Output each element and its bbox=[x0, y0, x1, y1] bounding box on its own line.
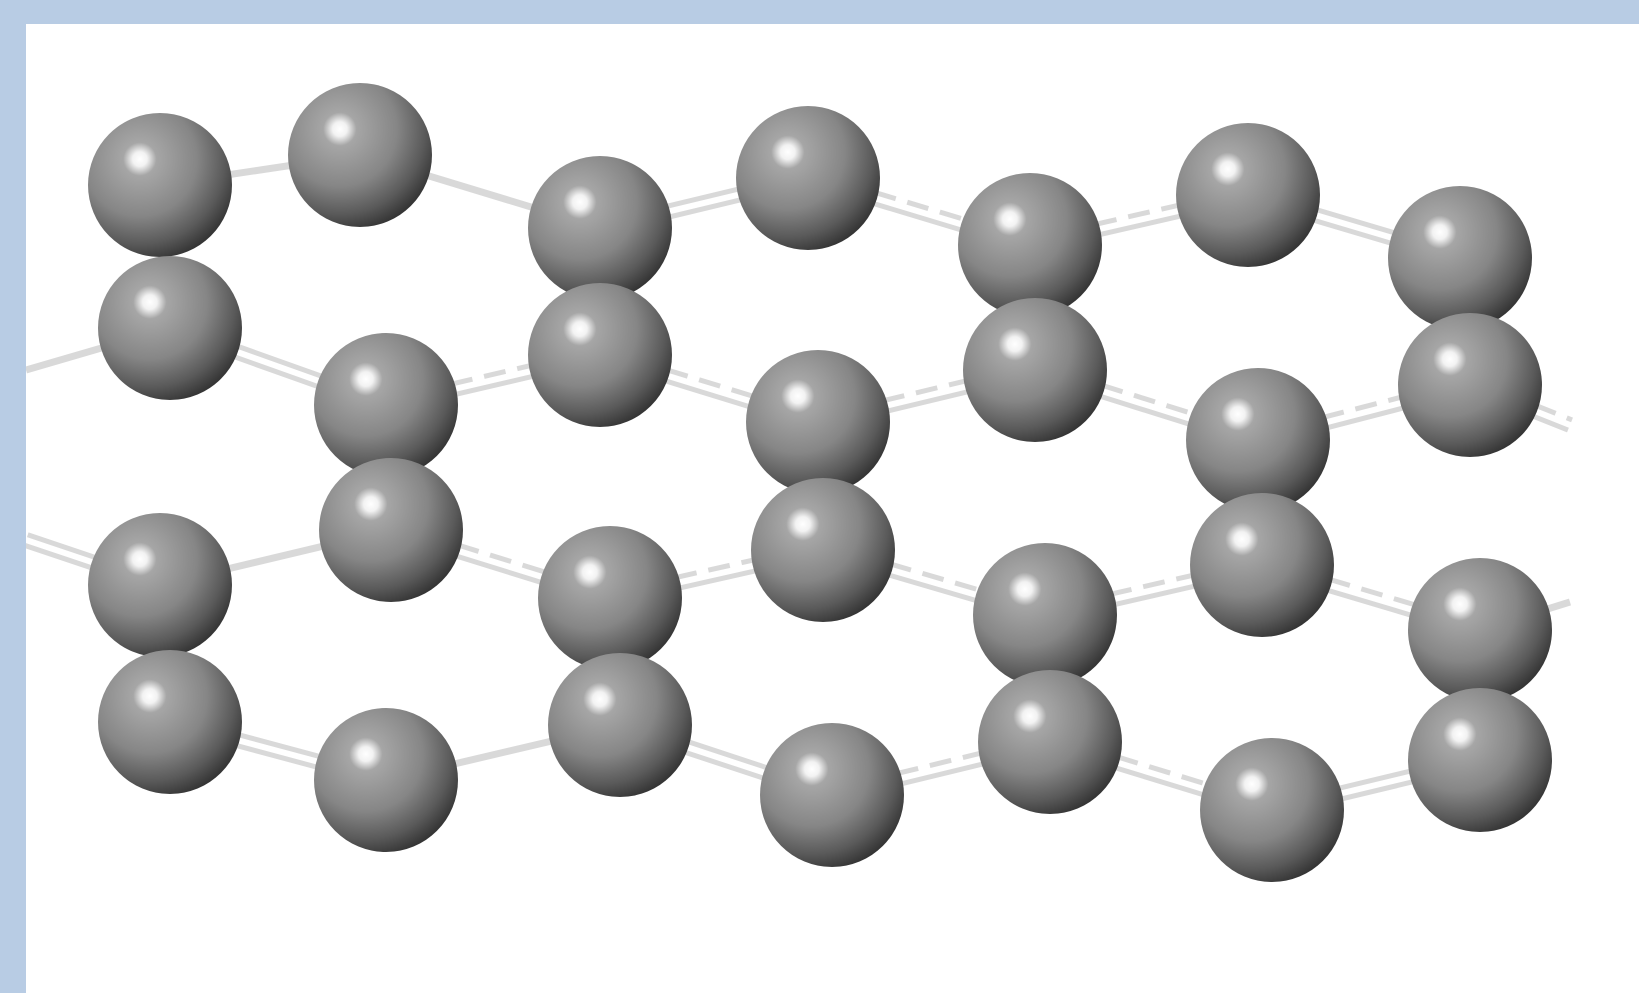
carbon-atom bbox=[746, 350, 890, 494]
carbon-atom bbox=[548, 653, 692, 797]
carbon-atom bbox=[98, 650, 242, 794]
carbon-atom bbox=[1176, 123, 1320, 267]
carbon-atom bbox=[1200, 738, 1344, 882]
carbon-atom bbox=[978, 670, 1122, 814]
carbon-atom bbox=[314, 708, 458, 852]
carbon-atom bbox=[1408, 688, 1552, 832]
carbon-atom bbox=[528, 156, 672, 300]
carbon-atom bbox=[1388, 186, 1532, 330]
carbon-atom bbox=[1398, 313, 1542, 457]
carbon-atom bbox=[88, 113, 232, 257]
carbon-atom bbox=[1190, 493, 1334, 637]
molecule-viewport[interactable] bbox=[26, 24, 1639, 993]
carbon-atom bbox=[528, 283, 672, 427]
carbon-atom bbox=[314, 333, 458, 477]
carbon-atom bbox=[1408, 558, 1552, 702]
carbon-atom bbox=[751, 478, 895, 622]
atoms-layer bbox=[88, 83, 1552, 882]
carbon-atom bbox=[760, 723, 904, 867]
carbon-atom bbox=[1186, 368, 1330, 512]
carbon-atom bbox=[963, 298, 1107, 442]
carbon-atom bbox=[958, 173, 1102, 317]
carbon-atom bbox=[288, 83, 432, 227]
carbon-atom bbox=[736, 106, 880, 250]
carbon-atom bbox=[538, 526, 682, 670]
molecule-render bbox=[26, 83, 1573, 882]
carbon-atom bbox=[98, 256, 242, 400]
carbon-atom bbox=[973, 543, 1117, 687]
carbon-atom bbox=[319, 458, 463, 602]
carbon-atom bbox=[88, 513, 232, 657]
